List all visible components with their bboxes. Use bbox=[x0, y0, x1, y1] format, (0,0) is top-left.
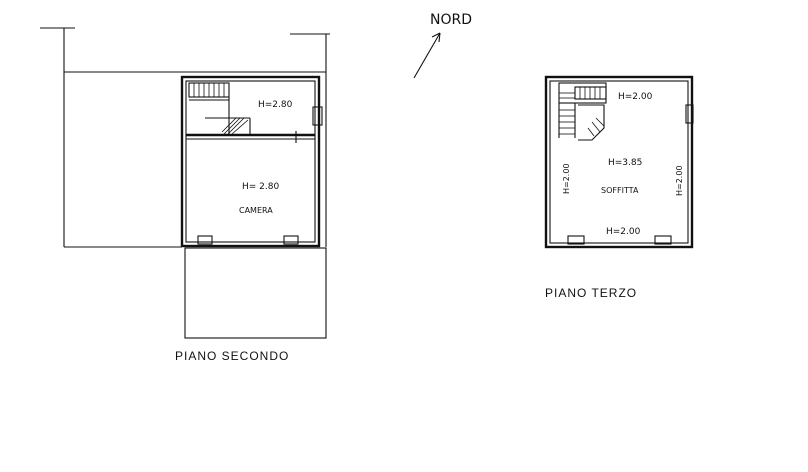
second-upper-height: H=2.80 bbox=[258, 100, 293, 110]
north-arrow-icon bbox=[413, 32, 441, 79]
second-room-name: CAMERA bbox=[239, 206, 273, 215]
north-label: NORD bbox=[430, 12, 472, 28]
third-bottom-height: H=2.00 bbox=[606, 227, 641, 237]
third-center-height: H=3.85 bbox=[608, 158, 642, 168]
third-top-height: H=2.00 bbox=[618, 92, 653, 102]
second-room-height: H= 2.80 bbox=[242, 182, 279, 192]
third-floor-title: PIANO TERZO bbox=[545, 286, 637, 300]
third-floor-plan bbox=[544, 75, 694, 249]
third-room-name: SOFFITTA bbox=[601, 186, 639, 195]
second-floor-title: PIANO SECONDO bbox=[175, 349, 289, 363]
second-floor-stairs bbox=[188, 82, 251, 135]
third-floor-stairs bbox=[558, 82, 607, 141]
second-floor-plan bbox=[40, 27, 330, 339]
third-right-height: H=2.00 bbox=[675, 165, 684, 196]
third-left-height: H=2.00 bbox=[562, 163, 571, 194]
